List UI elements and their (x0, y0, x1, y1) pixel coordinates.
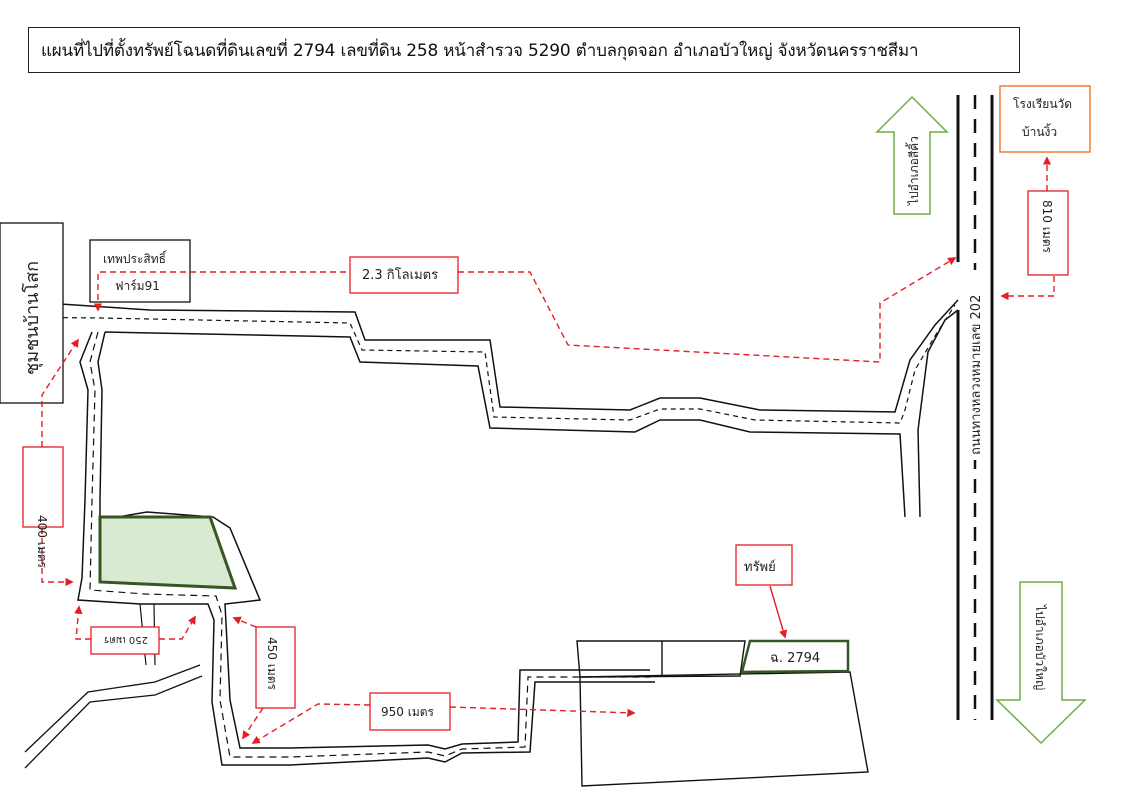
property-pointer-arrow (769, 585, 788, 639)
farm-box (89, 239, 191, 303)
south-direction-arrow: ไปอำเภอบัวใหญ่ (995, 581, 1087, 745)
village-label: ชุมชนบ้านโสก (21, 261, 43, 375)
distance-810m: 810 เมตร (1000, 156, 1069, 301)
distance-2300m-label: 2.3 กิโลเมตร (362, 267, 438, 283)
school-box (999, 85, 1091, 153)
south-direction-label: ไปอำเภอบัวใหญ่ (1033, 604, 1047, 690)
north-direction-label: ไปอำเภอสีคิ้ว (905, 136, 921, 206)
distance-400m-label: 400 เมตร (35, 515, 49, 569)
property-label: ทรัพย์ (744, 559, 776, 575)
property-label-box (735, 544, 793, 586)
farm-label-line2: ฟาร์ม91 (115, 279, 160, 293)
distance-2300m: 2.3 กิโลเมตร (93, 256, 957, 363)
green-parcel (98, 515, 238, 590)
southwest-road (24, 664, 203, 769)
distance-250m-label: 250 เมตร (103, 634, 148, 645)
farm-label-line1: เทพประสิทธิ์ (103, 250, 168, 266)
property-parcel-2794[interactable] (740, 639, 850, 674)
village-box (0, 222, 64, 404)
distance-450m: 450 เมตร (232, 616, 296, 740)
distance-810m-label: 810 เมตร (1040, 200, 1054, 254)
main-soi-road (0, 299, 959, 518)
distance-950m-label: 950 เมตร (381, 705, 435, 719)
distance-400m: 400 เมตร (22, 338, 79, 587)
west-soi-road (77, 331, 655, 766)
distance-950m: 950 เมตร (251, 692, 636, 744)
north-direction-arrow: ไปอำเภอสีคิ้ว (875, 95, 949, 215)
map-title: แผนที่ไปที่ตั้งทรัพย์โฉนดที่ดินเลขที่ 27… (28, 27, 1020, 73)
school-label-line1: โรงเรียนวัด (1013, 97, 1072, 111)
property-deed-label: ฉ. 2794 (770, 651, 820, 666)
school-label-line2: บ้านงิ้ว (1022, 123, 1057, 139)
highway-label-bg (966, 270, 984, 460)
distance-450m-label: 450 เมตร (265, 637, 279, 691)
property-block (576, 640, 869, 787)
distance-250m: 250 เมตร (74, 605, 196, 655)
highway-label: ถนนทางหลวงหมายเลข 202 (969, 295, 984, 455)
